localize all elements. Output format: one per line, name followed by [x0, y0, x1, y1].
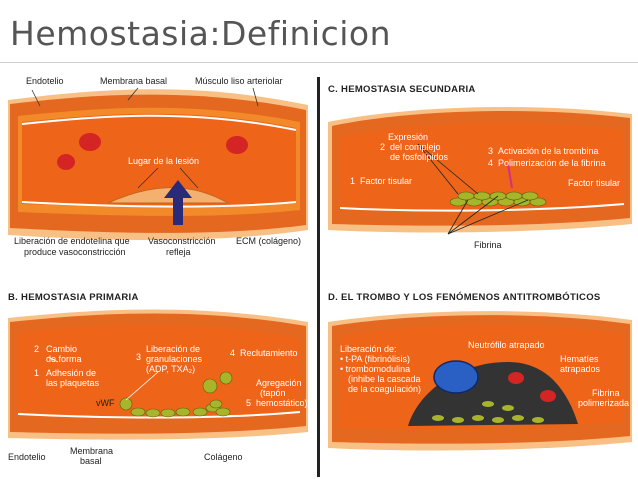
label-membrana-basal: Membrana basal	[100, 76, 167, 86]
label-vasoconstriccion-1: Vasoconstricción	[148, 236, 215, 246]
label-factor-tisular-right: Factor tisular	[568, 178, 620, 188]
label-expresion-2: del complejo	[390, 142, 441, 152]
label-agregacion-1: Agregación	[256, 378, 302, 388]
red-blood-cell	[57, 154, 75, 170]
label-colageno: Colágeno	[204, 452, 243, 462]
label-liberacion-2: produce vasoconstricción	[24, 247, 126, 257]
label-endotelio-b: Endotelio	[8, 452, 46, 462]
label-liberacion-1: Liberación de endotelina que	[14, 236, 130, 246]
red-blood-cell	[226, 136, 248, 154]
label-expresion-3: de fosfolípidos	[390, 152, 448, 162]
panel-a: Endotelio Membrana basal Músculo liso ar…	[8, 70, 313, 260]
label-liberacion-d-5: de la coagulación)	[348, 384, 421, 394]
label-liberacion-1: Liberación de	[146, 344, 200, 354]
label-musculo-liso: Músculo liso arteriolar	[195, 76, 283, 86]
vessel-c-illustration	[328, 84, 634, 264]
label-num-1-c: 1	[350, 176, 355, 186]
label-endotelio: Endotelio	[26, 76, 64, 86]
label-liberacion-d-4: (inhibe la cascada	[348, 374, 421, 384]
label-agregacion-3: hemostático)	[256, 398, 308, 408]
label-reclutamiento: Reclutamiento	[240, 348, 298, 358]
red-blood-cell	[79, 133, 101, 151]
panel-b: B. HEMOSTASIA PRIMARIA 2 Cambio de forma…	[8, 292, 313, 472]
label-vwf: vWF	[96, 398, 115, 408]
label-cambio-2: de forma	[46, 354, 82, 364]
label-ecm: ECM (colágeno)	[236, 236, 301, 246]
label-vasoconstriccion-2: refleja	[166, 247, 191, 257]
red-blood-cell	[508, 372, 524, 384]
label-liberacion-d-2: • t-PA (fibrinólisis)	[340, 354, 410, 364]
label-cambio-1: Cambio	[46, 344, 77, 354]
label-num-2-c: 2	[380, 142, 385, 152]
label-liberacion-2: granulaciones	[146, 354, 202, 364]
label-num-1: 1	[34, 368, 39, 378]
label-fibrina-d-2: polimerizada	[578, 398, 629, 408]
label-agregacion-2: (tapón	[260, 388, 286, 398]
label-hematies-2: atrapados	[560, 364, 600, 374]
label-hematies-1: Hematíes	[560, 354, 599, 364]
label-fibrina-d-1: Fibrina	[592, 388, 620, 398]
panel-c: C. HEMOSTASIA SECUNDARIA Expresión 2 del…	[328, 84, 634, 264]
label-num-5: 5	[246, 398, 251, 408]
label-adhesion-1: Adhesión de	[46, 368, 96, 378]
neutrophil-icon	[434, 361, 478, 393]
label-liberacion-3: (ADP, TXA₂)	[146, 364, 195, 374]
label-activacion: Activación de la trombina	[498, 146, 599, 156]
label-membrana-b-1: Membrana	[70, 446, 113, 456]
panel-d: D. EL TROMBO Y LOS FENÓMENOS ANTITROMBÓT…	[328, 292, 634, 472]
label-lugar-lesion: Lugar de la lesión	[128, 156, 199, 166]
label-membrana-b-2: basal	[80, 456, 102, 466]
title-underline	[0, 62, 638, 63]
label-num-2: 2	[34, 344, 39, 354]
label-adhesion-2: las plaquetas	[46, 378, 99, 388]
label-neutrofilo: Neutrófilo atrapado	[468, 340, 545, 350]
slide-title: Hemostasia:Definicion	[10, 14, 391, 53]
label-fibrina: Fibrina	[474, 240, 502, 250]
label-num-3-c: 3	[488, 146, 493, 156]
label-num-4: 4	[230, 348, 235, 358]
label-num-4-c: 4	[488, 158, 493, 168]
label-polimerizacion: Polimerización de la fibrina	[498, 158, 606, 168]
panel-divider	[317, 77, 320, 477]
label-liberacion-d-1: Liberación de:	[340, 344, 397, 354]
label-liberacion-d-3: • trombomodulina	[340, 364, 410, 374]
red-blood-cell	[540, 390, 556, 402]
label-factor-tisular-left: Factor tisular	[360, 176, 412, 186]
label-num-3: 3	[136, 352, 141, 362]
label-expresion-1: Expresión	[388, 132, 428, 142]
